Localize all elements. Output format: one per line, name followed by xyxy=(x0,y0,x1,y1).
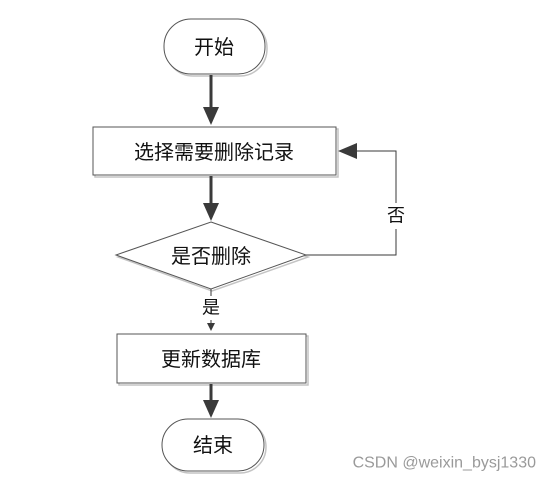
watermark: CSDN @weixin_bysj1330 xyxy=(353,455,537,472)
arrow-select-to-decision xyxy=(203,176,219,221)
update-db-node: 更新数据库 xyxy=(116,333,309,386)
no-label-background xyxy=(384,203,408,229)
start-node: 开始 xyxy=(163,18,268,77)
arrow-start-to-select xyxy=(203,75,219,125)
arrow-update-to-end xyxy=(203,384,219,418)
select-record-node: 选择需要删除记录 xyxy=(92,126,339,178)
decision-label: 是否删除 xyxy=(171,244,251,268)
end-node-label: 结束 xyxy=(193,433,233,457)
decision-node: 是否删除 xyxy=(114,221,311,292)
start-node-label: 开始 xyxy=(194,35,234,59)
yes-label-background xyxy=(199,296,223,320)
end-node: 结束 xyxy=(161,418,267,474)
select-record-label: 选择需要删除记录 xyxy=(134,140,294,164)
no-edge-label: 否 xyxy=(387,206,405,227)
update-db-label: 更新数据库 xyxy=(161,347,261,371)
yes-edge-label: 是 xyxy=(202,298,220,319)
